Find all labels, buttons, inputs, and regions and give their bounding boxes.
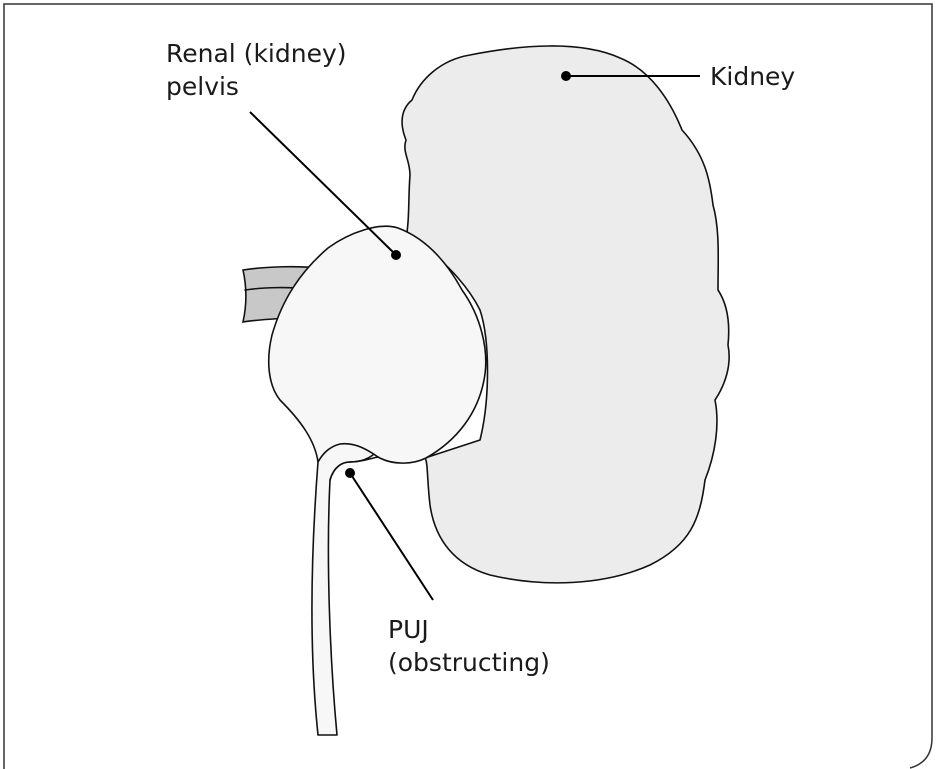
puj-label-line1: PUJ <box>388 615 429 644</box>
renal-pelvis-pointer-dot <box>391 250 401 260</box>
kidney-pointer-dot <box>561 71 571 81</box>
puj-leader-line <box>350 473 433 600</box>
puj-label-line2: (obstructing) <box>388 648 550 677</box>
ureter <box>312 440 385 735</box>
renal-pelvis-label-line1: Renal (kidney) <box>166 39 347 68</box>
renal-pelvis-leader-line <box>250 112 396 255</box>
kidney-label: Kidney <box>710 62 795 91</box>
renal-pelvis-label-line2: pelvis <box>166 72 239 101</box>
puj-pointer-dot <box>345 468 355 478</box>
